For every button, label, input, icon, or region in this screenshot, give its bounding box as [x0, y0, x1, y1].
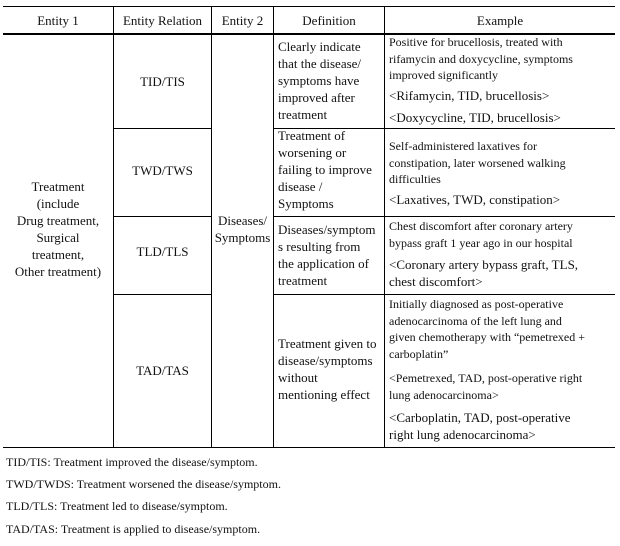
- example-line: Self-administered laxatives for: [389, 139, 537, 153]
- bottom-rule: [3, 447, 615, 448]
- top-rule: [3, 6, 615, 7]
- row-rule-2: [113, 216, 211, 217]
- definition-line: Symptoms: [278, 196, 334, 211]
- example-tuple: <Pemetrexed, TAD, post-operative right l…: [389, 370, 615, 403]
- col-rule-4: [384, 6, 385, 448]
- example-text: Positive for brucellosis, treated with r…: [389, 34, 615, 84]
- relation-cell: TAD/TAS: [136, 363, 189, 378]
- entity1-line: Surgical: [36, 230, 80, 245]
- col-rule-2: [211, 6, 212, 448]
- definition-line: worsening or: [278, 145, 347, 160]
- definition-line: improved after: [278, 90, 355, 105]
- entity2-line: Diseases/: [217, 213, 268, 228]
- example-tuple: <Laxatives, TWD, constipation>: [389, 192, 615, 209]
- col-rule-3: [273, 6, 274, 448]
- example-tuple: <Doxycycline, TID, brucellosis>: [389, 110, 615, 127]
- tuple-line: <Pemetrexed, TAD, post-operative right: [389, 371, 583, 385]
- relation-cell: TWD/TWS: [132, 163, 193, 178]
- definition-line: failing to improve: [278, 162, 372, 177]
- tuple-line: lung adenocarcinoma>: [389, 387, 499, 402]
- definition-line: Treatment given to: [278, 336, 377, 351]
- footnote: TID/TIS: Treatment improved the disease/…: [6, 455, 258, 469]
- header-entity2: Entity 2: [221, 13, 264, 28]
- entity2-line: Symptoms: [214, 230, 271, 245]
- definition-cell: Diseases/symptom s resulting from the ap…: [278, 221, 384, 289]
- definition-line: Treatment of: [278, 128, 346, 143]
- header-entity1: Entity 1: [37, 13, 79, 28]
- example-text: Chest discomfort after coronary artery b…: [389, 218, 615, 251]
- row-rule-3b: [273, 294, 615, 295]
- footnote: TWD/TWDS: Treatment worsened the disease…: [6, 477, 281, 491]
- definition-line: disease /: [278, 179, 323, 194]
- entity2-cell: Diseases/ Symptoms: [212, 212, 273, 246]
- definition-line: Diseases/symptom: [278, 222, 376, 237]
- definition-line: without: [278, 370, 318, 385]
- tuple-line: <Carboplatin, TAD, post-operative: [389, 410, 571, 425]
- header-rule: [3, 33, 615, 35]
- header-example: Example: [476, 13, 524, 28]
- definition-cell: Clearly indicate that the disease/ sympt…: [278, 38, 384, 123]
- definition-line: treatment: [278, 273, 328, 288]
- relation-table: Entity 1 Entity Relation Entity 2 Defini…: [3, 6, 615, 448]
- example-tuple: <Carboplatin, TAD, post-operative right …: [389, 410, 615, 443]
- tuple-line: <Coronary artery bypass graft, TLS,: [389, 257, 579, 272]
- row-rule-3: [113, 294, 211, 295]
- definition-line: disease/symptoms: [278, 353, 373, 368]
- example-line: Initially diagnosed as post-operative: [389, 297, 564, 311]
- entity1-line: treatment,: [31, 247, 85, 262]
- example-line: adenocarcinoma of the left lung and: [389, 313, 562, 328]
- definition-line: treatment: [278, 107, 328, 122]
- example-tuple: <Rifamycin, TID, brucellosis>: [389, 88, 615, 105]
- tuple-line: chest discomfort>: [389, 273, 483, 289]
- row-rule-1b: [273, 128, 615, 129]
- tuple-line: <Rifamycin, TID, brucellosis>: [389, 88, 550, 103]
- example-line: difficulties: [389, 172, 441, 186]
- row-rule-2b: [273, 216, 615, 217]
- definition-line: symptoms have: [278, 73, 360, 88]
- example-line: bypass graft 1 year ago in our hospital: [389, 235, 573, 250]
- relation-cell: TLD/TLS: [136, 244, 189, 259]
- entity1-cell: Treatment (include Drug treatment, Surgi…: [3, 178, 113, 280]
- example-line: Chest discomfort after coronary artery: [389, 219, 573, 233]
- definition-cell: Treatment given to disease/symptoms with…: [278, 335, 384, 403]
- definition-line: the application of: [278, 256, 369, 271]
- example-line: Positive for brucellosis, treated with: [389, 35, 563, 49]
- header-definition: Definition: [302, 13, 356, 28]
- footnote: TLD/TLS: Treatment led to disease/sympto…: [6, 499, 228, 513]
- example-line: constipation, later worsened walking: [389, 155, 566, 170]
- tuple-line: <Doxycycline, TID, brucellosis>: [389, 110, 561, 125]
- entity1-line: Other treatment): [14, 264, 102, 279]
- definition-cell: Treatment of worsening or failing to imp…: [278, 127, 384, 212]
- definition-line: s resulting from: [278, 239, 361, 254]
- example-tuple: <Coronary artery bypass graft, TLS, ches…: [389, 257, 615, 290]
- entity1-line: (include: [36, 196, 80, 211]
- entity1-line: Drug treatment,: [16, 213, 100, 228]
- example-line: rifamycin and doxycycline, symptoms: [389, 51, 573, 66]
- example-text: Self-administered laxatives for constipa…: [389, 138, 615, 188]
- footnote: TAD/TAS: Treatment is applied to disease…: [6, 522, 261, 536]
- definition-line: that the disease/: [278, 56, 362, 71]
- tuple-line: <Laxatives, TWD, constipation>: [389, 192, 561, 207]
- header-relation: Entity Relation: [122, 13, 203, 28]
- entity1-line: Treatment: [31, 179, 85, 194]
- tuple-line: right lung adenocarcinoma>: [389, 426, 536, 442]
- example-line: given chemotherapy with “pemetrexed +: [389, 330, 586, 344]
- example-text: Initially diagnosed as post-operative ad…: [389, 296, 615, 362]
- row-rule-1: [113, 128, 211, 129]
- definition-line: Clearly indicate: [278, 39, 361, 54]
- example-line: improved significantly: [389, 68, 498, 82]
- col-rule-1: [113, 6, 114, 448]
- relation-cell: TID/TIS: [140, 74, 185, 89]
- definition-line: mentioning effect: [278, 387, 370, 402]
- example-line: carboplatin”: [389, 346, 449, 361]
